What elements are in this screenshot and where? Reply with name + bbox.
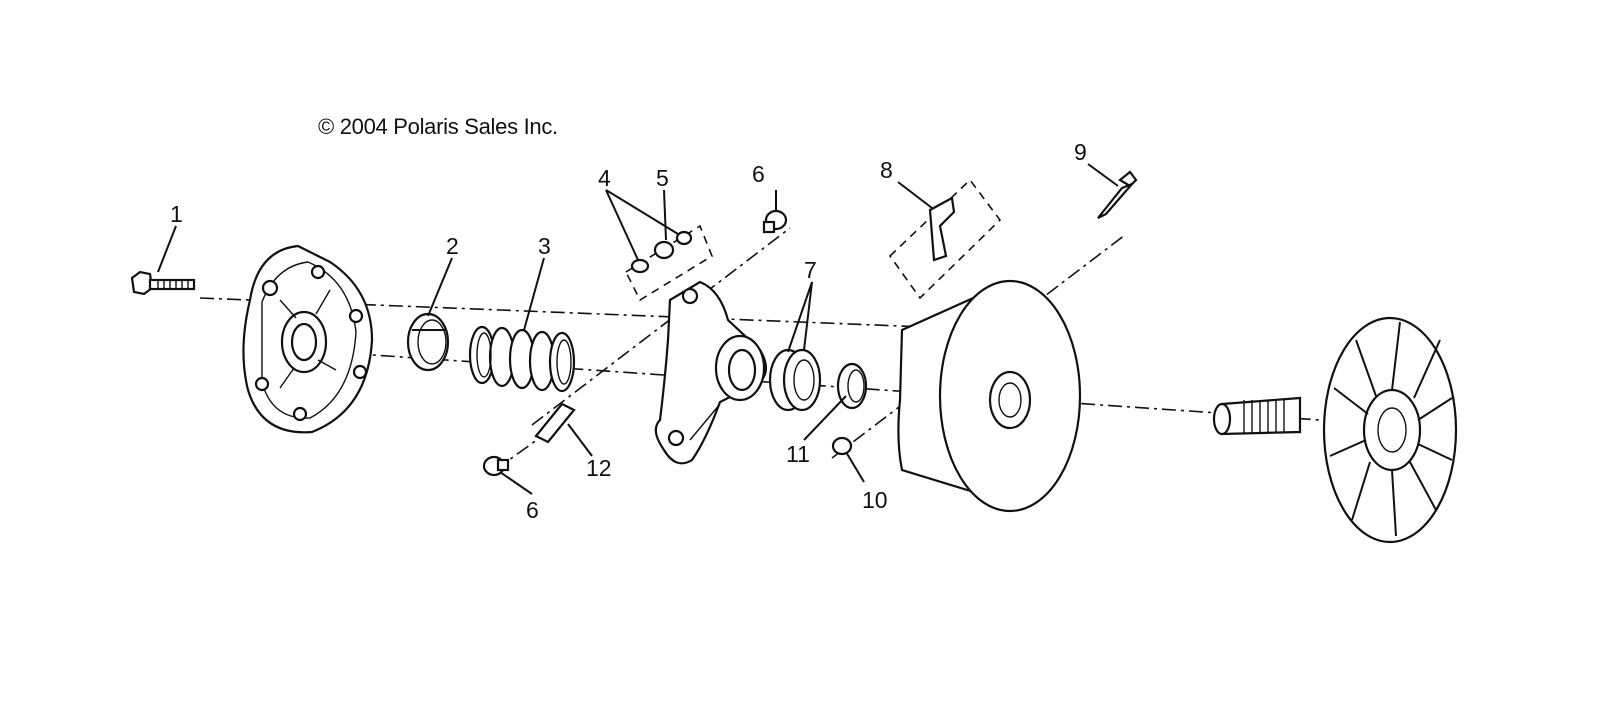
pin-part — [534, 402, 576, 444]
callout-3: 3 — [538, 233, 551, 259]
callout-8: 8 — [880, 157, 893, 183]
callout-7: 7 — [804, 257, 817, 283]
parts-8-box — [888, 178, 1002, 300]
callout-11: 11 — [786, 441, 810, 467]
spider-part — [654, 280, 768, 465]
spring-part — [468, 325, 576, 393]
callout-6-top: 6 — [752, 161, 765, 187]
parts-4-5-box — [624, 224, 713, 302]
callout-10: 10 — [862, 487, 888, 513]
callout-2: 2 — [446, 233, 459, 259]
callout-6-bottom: 6 — [526, 497, 539, 523]
plug-top-part — [762, 209, 788, 234]
callout-9: 9 — [1074, 139, 1087, 165]
callout-4: 4 — [598, 165, 611, 191]
fixed-sheave-part — [1212, 316, 1458, 544]
copyright-notice: © 2004 Polaris Sales Inc. — [318, 114, 558, 139]
bolt-9-part — [1097, 170, 1138, 219]
axis-line-pin — [531, 227, 791, 426]
leader-lines — [157, 163, 1119, 495]
callout-12: 12 — [586, 455, 612, 481]
plug-bottom-part — [482, 455, 510, 477]
bushing-ring-part — [406, 312, 450, 372]
roller-part — [768, 348, 822, 412]
bolt-part — [130, 270, 196, 296]
cover-part — [242, 244, 374, 434]
callout-5: 5 — [656, 165, 669, 191]
axis-line-upper — [199, 297, 1001, 331]
axis-line-bolt — [831, 234, 1126, 459]
plug-10-part — [831, 436, 853, 456]
moveable-sheave-part — [897, 279, 1082, 513]
callout-1: 1 — [170, 201, 183, 227]
